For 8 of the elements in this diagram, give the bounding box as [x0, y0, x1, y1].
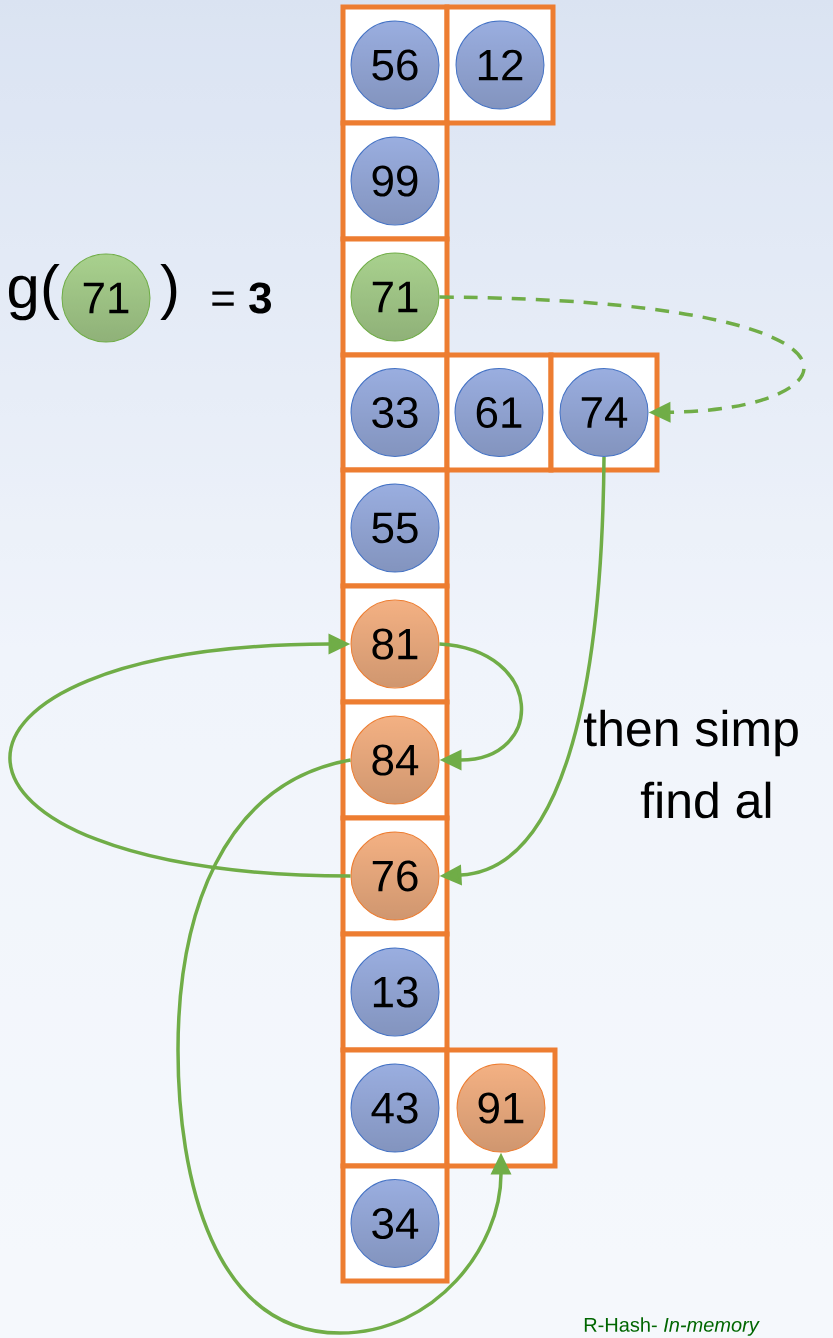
- arrow: [439, 295, 805, 423]
- equals-result: = 3: [212, 282, 271, 314]
- arrow: [9, 633, 351, 878]
- arrow: [439, 642, 523, 771]
- body-text: find al: [640, 781, 771, 819]
- citation-text: R-Hash- In-memory: [584, 1317, 760, 1336]
- parenthesis: ): [160, 264, 177, 320]
- body-text: then simp: [583, 709, 798, 757]
